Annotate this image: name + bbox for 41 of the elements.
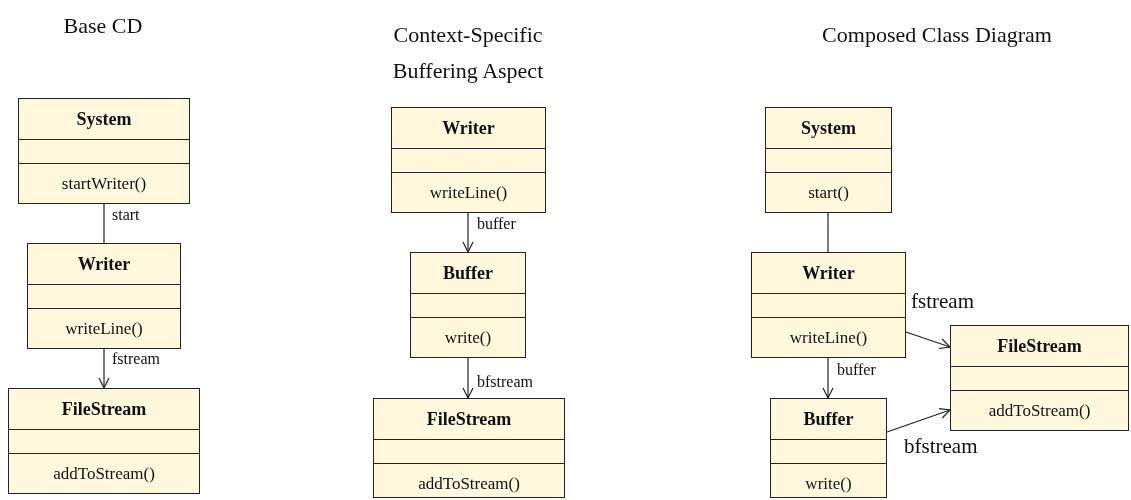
method-name: writeLine(): [65, 317, 143, 340]
class-name: FileStream: [997, 334, 1082, 358]
method-name: writeLine(): [429, 181, 508, 204]
class-name: Writer: [802, 261, 855, 285]
class-box: [770, 398, 887, 498]
arrow: [98, 348, 110, 389]
method-name: writeLine(): [789, 326, 868, 349]
class-box: [373, 398, 565, 498]
class-name: FileStream: [61, 397, 147, 421]
class-box: [391, 107, 546, 213]
class-box: [765, 107, 892, 213]
class-box: [950, 325, 1129, 431]
class-box: [18, 98, 190, 204]
arrow: [462, 212, 474, 253]
method-name: write(): [444, 326, 492, 349]
class-name: System: [801, 116, 856, 140]
class-name: Buffer: [803, 407, 854, 431]
class-box: [27, 243, 181, 349]
association-line: [827, 212, 829, 253]
class-box: [8, 388, 200, 494]
arrow: [462, 357, 474, 399]
column-heading: Context-Specific Buffering Aspect: [391, 21, 545, 85]
method-name: addToStream(): [988, 399, 1091, 422]
association-line: [103, 203, 105, 244]
class-name: Buffer: [443, 261, 493, 285]
arrow: [822, 357, 834, 399]
arrow: [905, 331, 951, 350]
column-heading: Composed Class Diagram: [821, 21, 1053, 49]
class-box: [410, 252, 526, 358]
method-name: addToStream(): [418, 472, 520, 495]
class-name: FileStream: [426, 407, 512, 431]
method-name: startWriter(): [61, 172, 147, 195]
arrow: [886, 408, 951, 433]
column-heading: Base CD: [62, 12, 144, 40]
class-box: [751, 252, 906, 358]
class-name: Writer: [77, 252, 131, 276]
method-name: addToStream(): [53, 462, 155, 485]
class-name: Writer: [442, 116, 495, 140]
method-name: start(): [808, 181, 849, 204]
class-name: System: [76, 107, 132, 131]
method-name: write(): [805, 472, 852, 495]
